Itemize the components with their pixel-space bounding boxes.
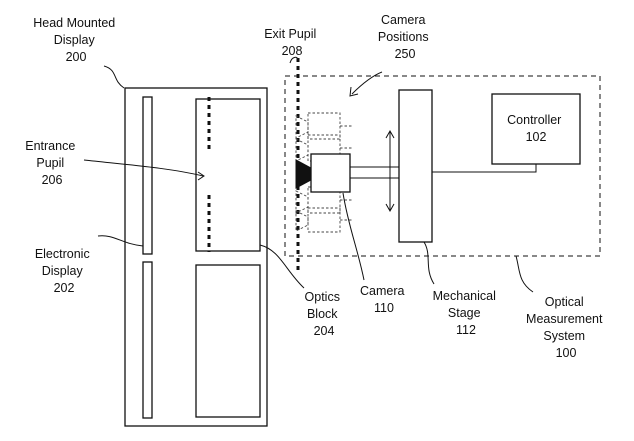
leader-entrance-pupil-arrow [197,171,205,181]
leader-mechanical-stage [423,241,435,285]
label-electronic-display: Electronic Display 202 [35,247,93,295]
leader-camera-positions-arrow [349,86,359,97]
label-exit-pupil: Exit Pupil 208 [264,27,320,58]
hmd-housing [124,87,268,427]
leader-exit-pupil [289,56,299,64]
label-camera-positions: Camera Positions 250 [378,13,432,61]
controller-connection [432,164,537,173]
leader-entrance-pupil [83,159,204,177]
mechanical-stage [398,89,433,243]
label-mechanical-stage: Mechanical Stage 112 [433,289,500,337]
label-entrance-pupil: Entrance Pupil 206 [25,139,79,187]
stage-motion-arrow [385,129,395,213]
label-controller: Controller 102 [507,113,565,144]
label-camera: Camera 110 [360,284,408,315]
electronic-display-lower [142,261,153,419]
camera [295,153,351,193]
label-hmd: Head Mounted Display 200 [33,16,119,64]
leader-optics-block [259,244,305,289]
leader-camera-positions [351,71,383,95]
electronic-display-upper [142,96,153,255]
leader-electronic-display [97,235,144,247]
leader-optical-measurement-system [515,255,534,293]
optical-measurement-system-boundary [284,75,601,257]
label-optics-block: Optics Block 204 [305,290,344,338]
optics-block-lower [195,264,261,418]
leader-hmd [103,65,125,89]
optics-block-upper [195,98,261,252]
label-optical-measurement-system: Optical Measurement System 100 [526,295,606,360]
leader-camera [342,192,365,281]
controller-box [491,93,581,165]
